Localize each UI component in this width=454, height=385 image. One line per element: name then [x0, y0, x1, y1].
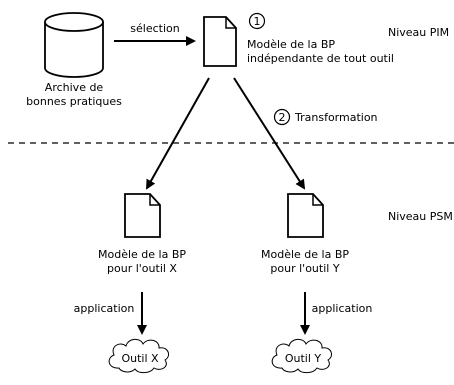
level-pim-label: Niveau PIM	[388, 26, 449, 39]
transformation-arrow-x	[146, 77, 210, 190]
transformation-label: Transformation	[294, 111, 378, 124]
level-psm-label: Niveau PSM	[388, 210, 453, 223]
psm-y-label-line2: pour l'outil Y	[270, 262, 339, 275]
psm-x-document-icon	[124, 193, 161, 238]
pim-model-label-line2: indépendante de tout outil	[247, 52, 394, 65]
psm-y-document-icon	[287, 193, 324, 238]
archive-cylinder-icon	[44, 12, 104, 78]
tool-x-cloud-icon	[108, 338, 170, 374]
tool-y-cloud-icon	[271, 338, 333, 374]
tool-y-label: Outil Y	[285, 352, 322, 365]
pim-document-icon	[203, 16, 237, 67]
psm-y-label-line1: Modèle de la BP	[261, 248, 349, 261]
psm-x-label-line1: Modèle de la BP	[98, 248, 186, 261]
psm-x-label-line2: pour l'outil X	[107, 262, 177, 275]
transformation-step-number: 2	[279, 111, 286, 124]
transformation-arrow-y	[233, 77, 306, 190]
pim-model-label-line1: Modèle de la BP	[247, 38, 335, 51]
selection-label: sélection	[130, 22, 179, 35]
pim-step-number: 1	[254, 15, 261, 28]
pim-step-marker	[248, 12, 266, 30]
archive-label-line1: Archive de	[45, 81, 104, 94]
application-label-x: application	[74, 302, 135, 315]
application-label-y: application	[312, 302, 373, 315]
tool-x-label: Outil X	[121, 352, 159, 365]
archive-label-line2: bonnes pratiques	[26, 95, 122, 108]
transformation-step-marker	[273, 108, 291, 126]
